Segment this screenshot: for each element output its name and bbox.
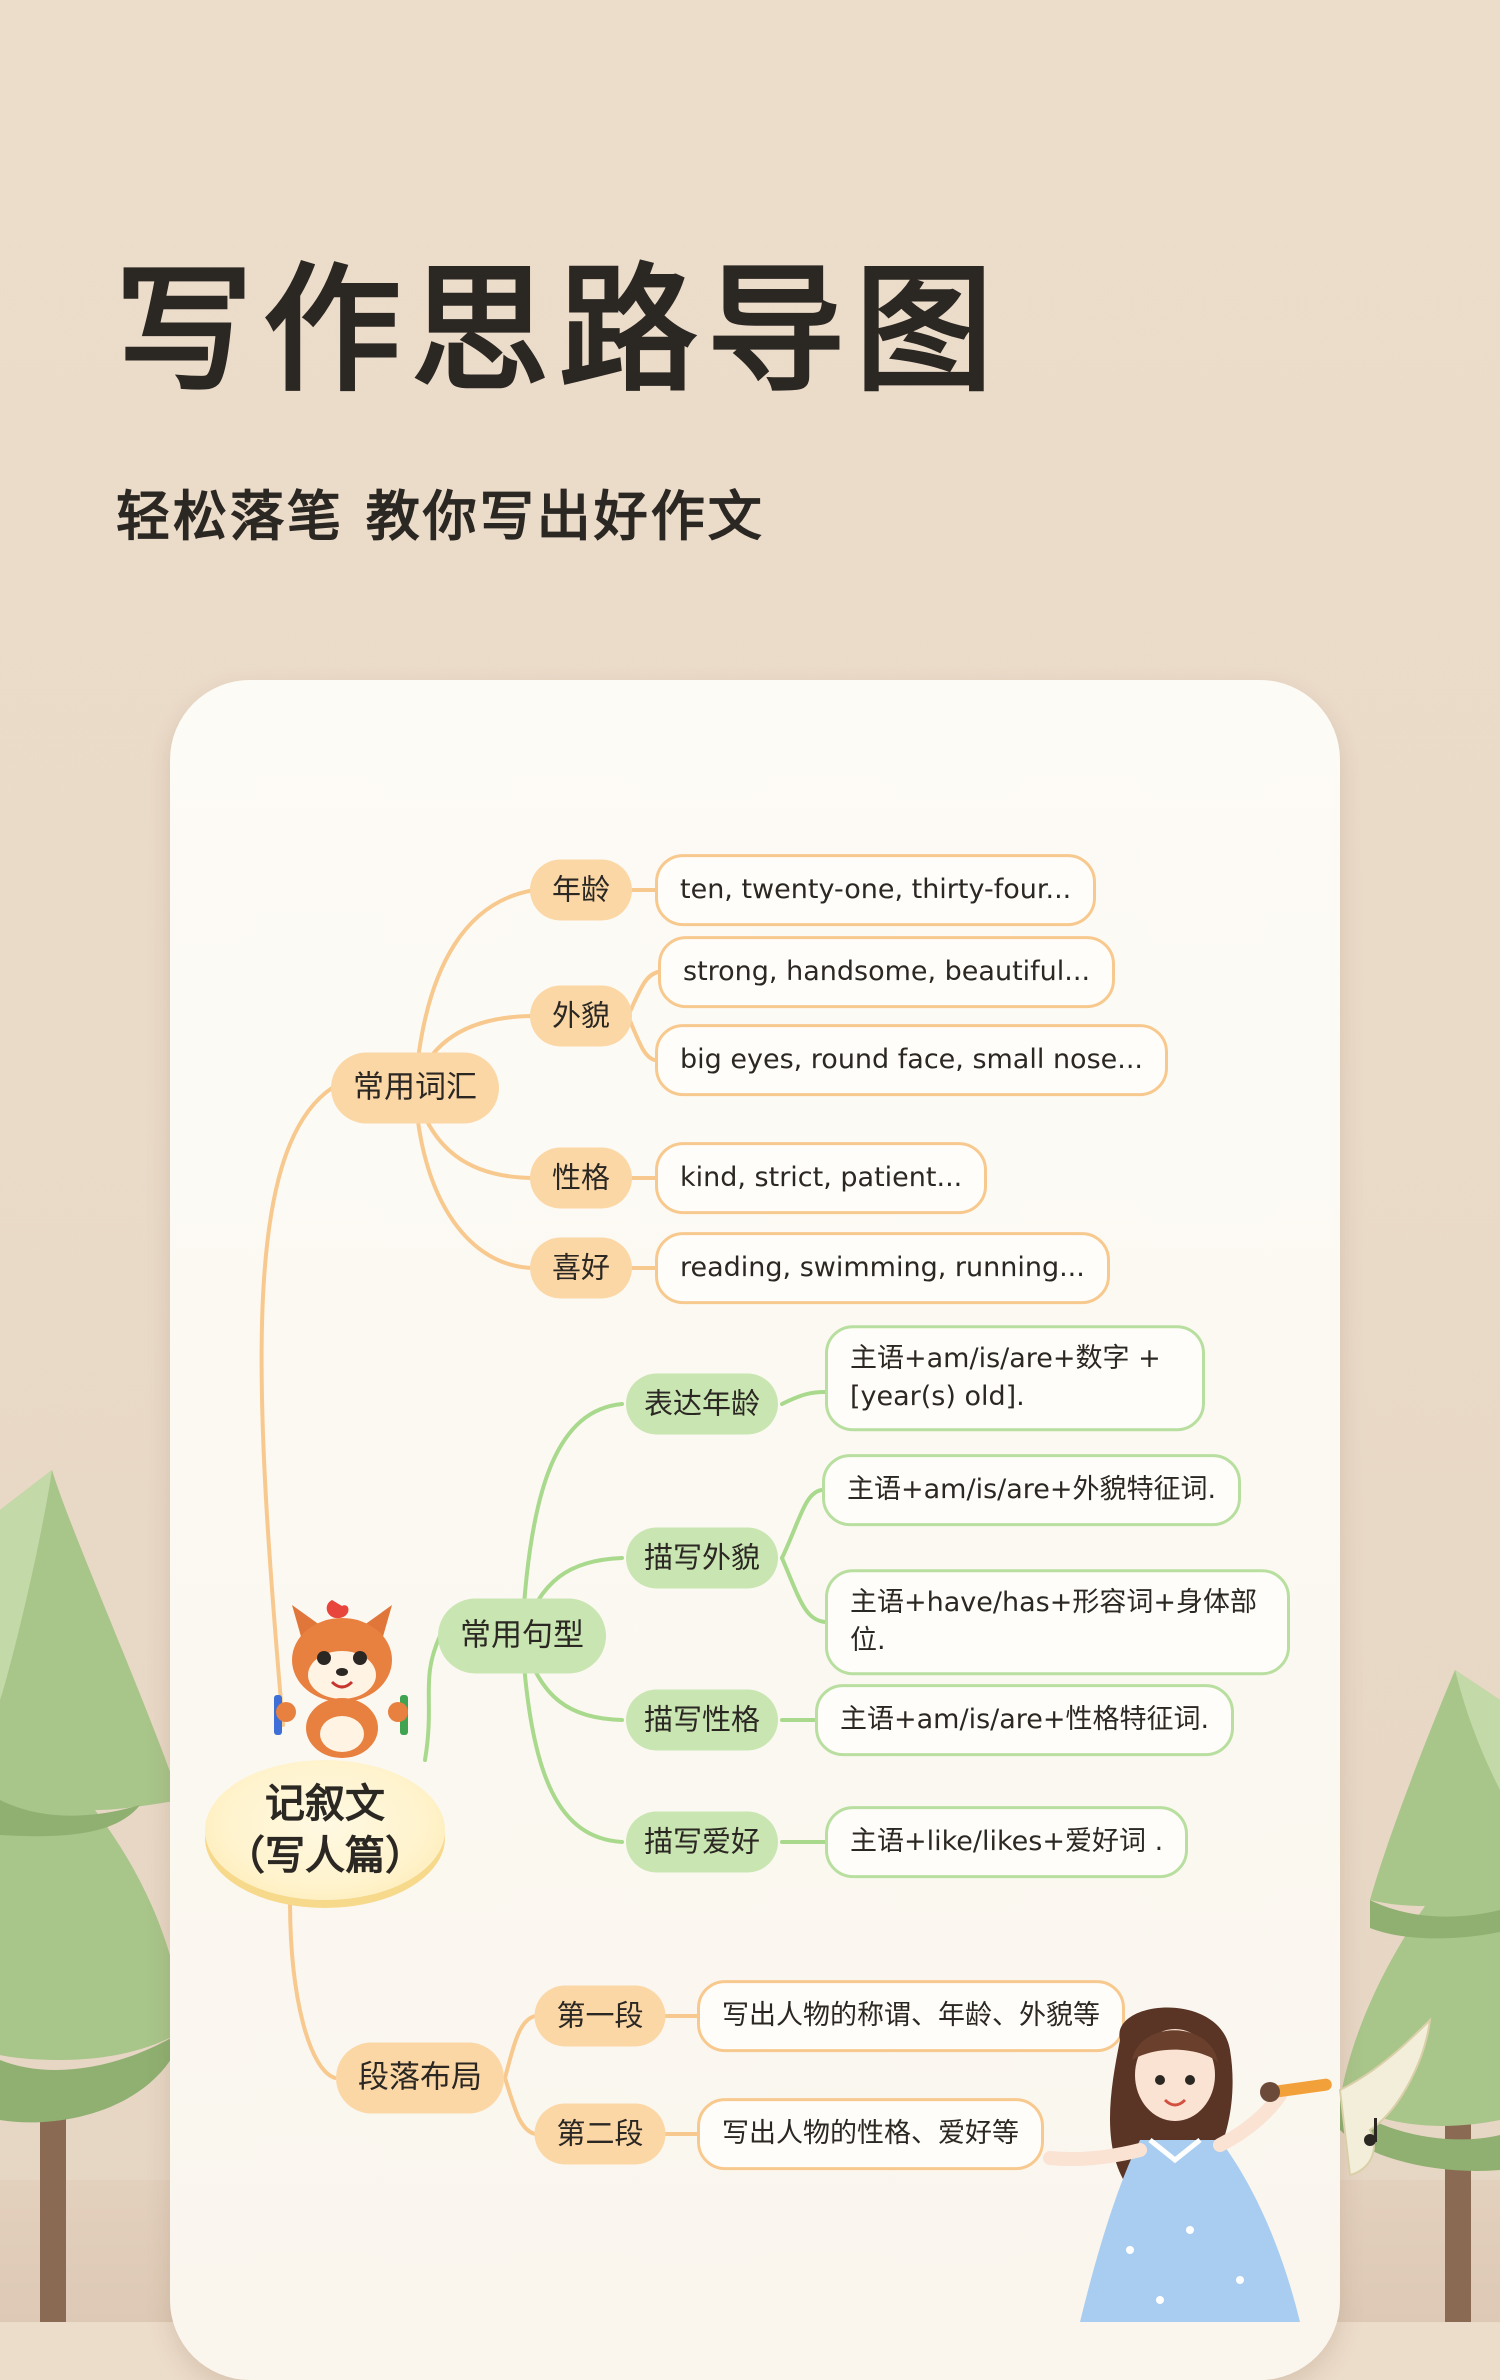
leaf-hobby-pattern: 主语+like/likes+爱好词 . <box>825 1806 1189 1878</box>
node-age: 年龄 <box>529 859 633 921</box>
node-hobby: 喜好 <box>529 1237 633 1299</box>
leaf-appearance-words: strong, handsome, beautiful... <box>658 936 1116 1008</box>
node-appearance: 外貌 <box>529 985 633 1047</box>
leaf-appearance-pattern-2: 主语+have/has+形容词+身体部位. <box>825 1569 1290 1675</box>
tree-icon <box>0 1470 185 2322</box>
branch-paragraph-layout: 段落布局 <box>336 2042 504 2114</box>
leaf-age-words: ten, twenty-one, thirty-four... <box>655 854 1097 926</box>
page-subtitle: 轻松落笔 教你写出好作文 <box>116 485 765 548</box>
leaf-paragraph-two: 写出人物的性格、爱好等 <box>697 2098 1044 2170</box>
node-describe-personality: 描写性格 <box>625 1689 779 1751</box>
leaf-paragraph-one: 写出人物的称谓、年龄、外貌等 <box>697 1980 1125 2052</box>
mindmap-root: 记叙文 （写人篇） <box>205 1760 445 1900</box>
leaf-appearance-features: big eyes, round face, small nose... <box>655 1024 1168 1096</box>
node-paragraph-two: 第二段 <box>534 2103 666 2165</box>
leaf-appearance-pattern-1: 主语+am/is/are+外貌特征词. <box>822 1454 1242 1526</box>
tree-icon <box>1340 1670 1500 2322</box>
page-title: 写作思路导图 <box>115 250 1004 411</box>
node-paragraph-one: 第一段 <box>534 1985 666 2047</box>
branch-vocabulary: 常用词汇 <box>331 1052 499 1124</box>
node-express-age: 表达年龄 <box>625 1373 779 1435</box>
node-describe-appearance: 描写外貌 <box>625 1527 779 1589</box>
girl-singer-icon <box>1043 2007 1432 2322</box>
leaf-hobby-words: reading, swimming, running... <box>655 1232 1110 1304</box>
leaf-personality-words: kind, strict, patient... <box>655 1142 988 1214</box>
root-subtitle: （写人篇） <box>225 1833 425 1879</box>
leaf-age-pattern: 主语+am/is/are+数字 + [year(s) old]. <box>825 1325 1205 1431</box>
branch-sentences: 常用句型 <box>438 1598 606 1674</box>
node-describe-hobby: 描写爱好 <box>625 1811 779 1873</box>
fox-mascot-icon <box>274 1600 408 1758</box>
node-personality: 性格 <box>529 1147 633 1209</box>
root-title: 记叙文 <box>265 1781 385 1827</box>
leaf-personality-pattern: 主语+am/is/are+性格特征词. <box>815 1684 1235 1756</box>
